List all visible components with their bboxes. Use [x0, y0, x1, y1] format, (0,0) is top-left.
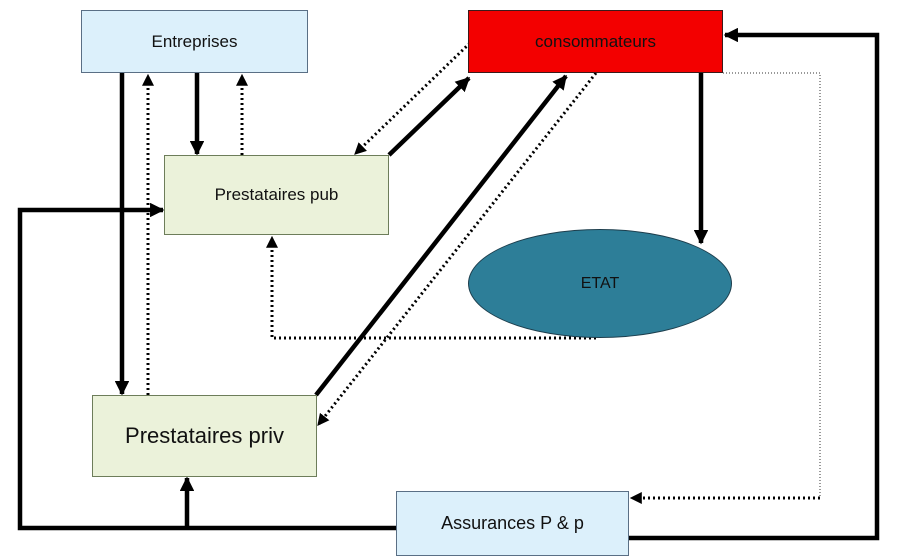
node-prestataires-priv-label: Prestataires priv	[125, 423, 284, 448]
link-etat-to-pub	[266, 235, 596, 340]
link-assurances-to-conso	[629, 27, 880, 541]
node-assurances: Assurances P & p	[396, 491, 629, 556]
node-etat: ETAT	[468, 229, 732, 338]
node-assurances-label: Assurances P & p	[441, 513, 584, 533]
node-prestataires-priv: Prestataires priv	[92, 395, 317, 477]
link-assurances-to-pub	[17, 202, 396, 531]
node-entreprises: Entreprises	[81, 10, 308, 73]
link-pub-to-conso	[387, 76, 471, 157]
node-etat-label: ETAT	[580, 274, 620, 292]
node-prestataires-pub: Prestataires pub	[164, 155, 389, 235]
node-consommateurs-label: consommateurs	[535, 31, 656, 51]
link-conso-to-pub	[353, 41, 472, 156]
node-prestataires-pub-label: Prestataires pub	[214, 185, 339, 204]
node-entreprises-label: Entreprises	[151, 31, 238, 51]
link-priv-to-conso	[314, 74, 568, 397]
link-conso-to-assurances	[723, 72, 821, 498]
node-consommateurs: consommateurs	[468, 10, 723, 73]
